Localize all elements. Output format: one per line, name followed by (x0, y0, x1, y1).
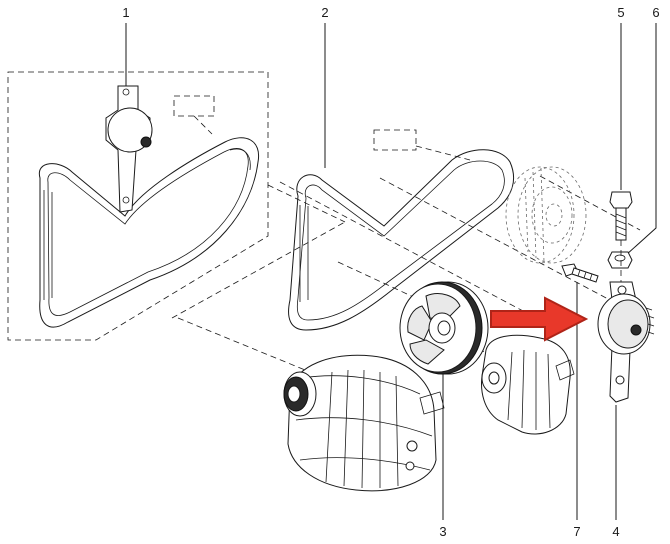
crank-pulley-rim (517, 166, 587, 264)
inset-frame (7, 71, 346, 341)
inset-to-main-connector-top (267, 184, 346, 223)
alternator (283, 354, 445, 492)
tensioner-1-hole-lower (122, 196, 130, 204)
belt-2-inner (296, 160, 505, 321)
alternator-mount-ear (419, 391, 445, 415)
highlight-arrow (490, 296, 589, 342)
nut-6-body (607, 251, 633, 269)
power-steering-pump (481, 334, 575, 435)
bolt-5-thread (615, 213, 627, 237)
belt-1-inner (47, 148, 249, 316)
bolt-7 (561, 263, 599, 283)
belt-2-reference-leader (415, 145, 471, 161)
tensioner-4-pulley-face (607, 299, 649, 349)
alternator-pulley-nut (287, 385, 301, 403)
ps-pulley-spoke-bottom (409, 339, 445, 365)
align-line-d (337, 261, 421, 301)
align-line-b (379, 177, 611, 301)
align-line-a (279, 181, 541, 321)
belt-1-reference-box (173, 95, 215, 117)
callout-label-4: 4 (612, 524, 619, 539)
tensioner-4 (597, 281, 655, 403)
callout-label-5: 5 (617, 5, 624, 20)
inset-to-main-connector-bottom (171, 221, 346, 319)
crankshaft-pulley-ghost (505, 166, 587, 264)
belt-1-reference-leader (193, 115, 213, 135)
inset-frame-outline (7, 71, 269, 341)
belt-2-outer (288, 149, 514, 331)
alternator-fins (325, 369, 399, 489)
belt-1-outer (38, 137, 260, 328)
callout-label-3: 3 (439, 524, 446, 539)
ps-pump-inlet-core (488, 371, 500, 385)
alternator-body (287, 354, 437, 492)
crank-pulley-ribs (524, 167, 545, 263)
bolt-5-head (609, 191, 633, 209)
alternator-terminal-a (406, 440, 418, 452)
alternator-housing-lines (295, 375, 433, 471)
belt-1-assembly (38, 85, 260, 328)
tensioner-4-top-hole (617, 285, 627, 295)
nut-6-bore (614, 254, 626, 262)
ps-pump-fins (507, 349, 551, 430)
tensioner-4-ribs (645, 307, 655, 335)
crank-pulley-inner (531, 186, 573, 244)
bolt-7-thread (577, 269, 593, 281)
ps-pulley-spoke-left (407, 305, 433, 341)
belt-2-reference-box (373, 129, 417, 151)
callout-label-2: 2 (321, 5, 328, 20)
crank-pulley-hub (545, 203, 563, 227)
leader-lines (125, 23, 657, 520)
red-arrow (490, 296, 589, 342)
belt-2-assembly (288, 129, 514, 331)
align-line-c (177, 317, 311, 373)
crank-pulley-outer (505, 166, 575, 264)
leader-line-6 (625, 23, 657, 256)
tensioner-1-hub (140, 136, 152, 148)
belt-1-ribs (43, 148, 251, 300)
tensioner-4-hub (630, 324, 642, 336)
callout-label-7: 7 (573, 524, 580, 539)
callout-label-6: 6 (652, 5, 659, 20)
ps-pulley-hub-center (437, 320, 451, 336)
callout-label-1: 1 (122, 5, 129, 20)
tensioner-1-hole (122, 88, 130, 96)
belt-2-ribs (299, 205, 309, 302)
ps-pump-fitting (555, 359, 575, 381)
alternator-terminal-b (405, 461, 415, 471)
power-steering-pulley (399, 281, 489, 375)
tensioner-4-bottom-hole (615, 375, 625, 385)
